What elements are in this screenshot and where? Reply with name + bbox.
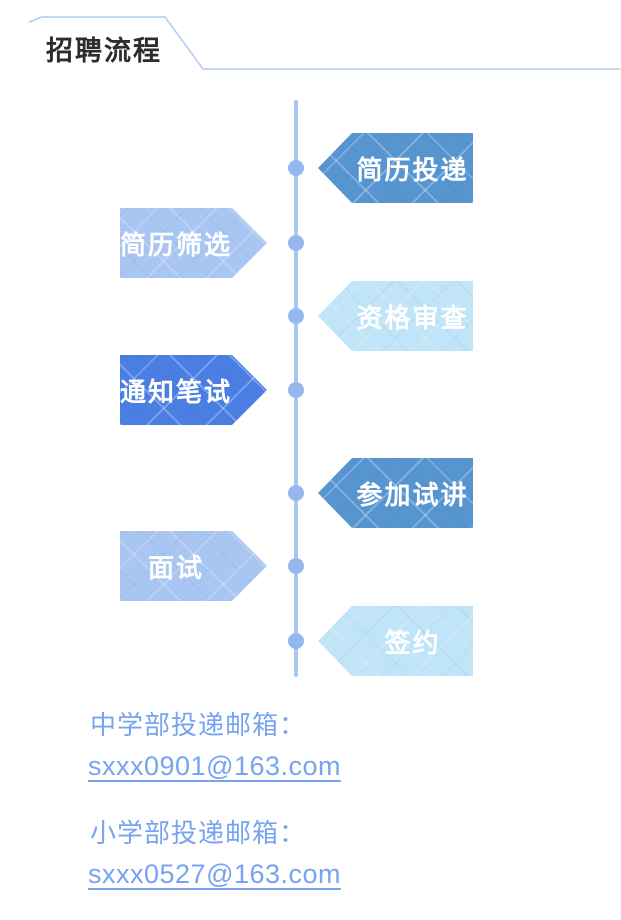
timeline-dot [288,485,304,501]
flow-step-label: 签约 [384,627,441,658]
primary-school-email-label: 小学部投递邮箱： [90,818,307,848]
flow-step-7: 签约 [318,606,473,676]
flow-step-label: 参加试讲 [356,479,469,510]
flow-step-6: 面试 [120,531,267,601]
flow-step-label: 面试 [147,552,204,583]
middle-school-email-label: 中学部投递邮箱： [90,710,307,740]
flow-step-2: 简历筛选 [120,208,267,278]
timeline-dot [288,558,304,574]
flow-step-5: 参加试讲 [318,458,473,528]
middle-school-email-link[interactable]: sxxx0901@163.com [88,751,342,781]
primary-school-email-link[interactable]: sxxx0527@163.com [88,859,342,889]
timeline-dot [288,633,304,649]
page-title: 招聘流程 [46,36,162,66]
flow-step-label: 简历投递 [356,154,469,185]
timeline-dot [288,235,304,251]
timeline-dot [288,308,304,324]
timeline-dot [288,382,304,398]
flow-step-3: 资格审查 [318,281,473,351]
flow-step-label: 资格审查 [356,302,469,333]
flow-step-label: 简历筛选 [120,229,233,260]
timeline-dot [288,160,304,176]
flow-step-1: 简历投递 [318,133,473,203]
flow-step-label: 通知笔试 [120,376,233,407]
flow-step-4: 通知笔试 [120,355,267,425]
